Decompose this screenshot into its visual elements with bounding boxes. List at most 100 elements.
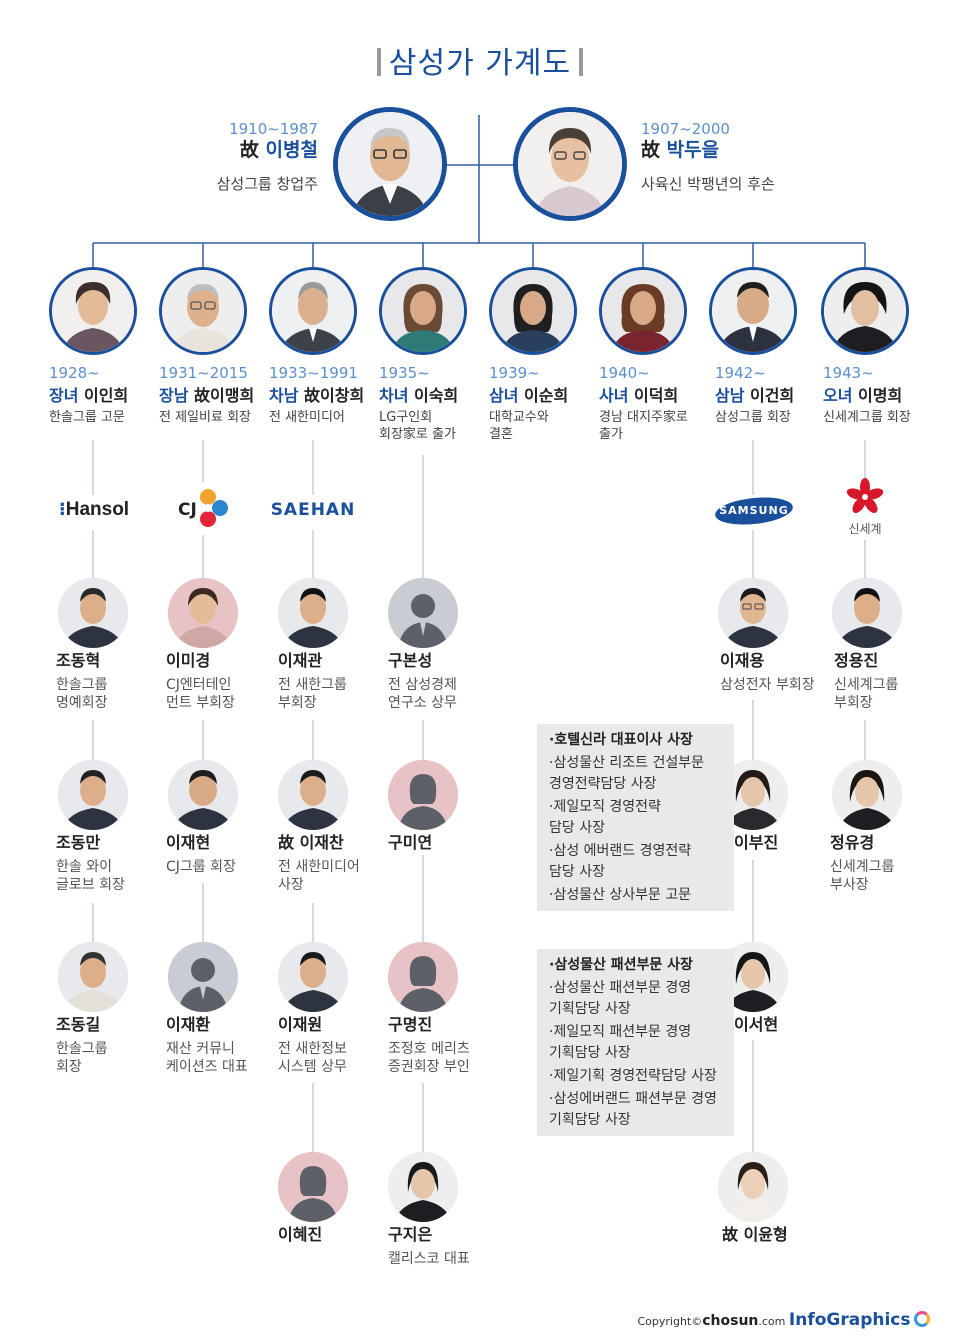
man-portrait-icon <box>278 760 348 830</box>
child-portrait-0 <box>49 267 137 355</box>
desc-portrait-lee-yoonhyung <box>718 1152 788 1222</box>
desc-desc: 신세계그룹 부사장 <box>830 858 895 893</box>
desc-name: 이부진 <box>734 833 779 852</box>
desc-name: 이재관 <box>278 651 323 670</box>
child-name-text: 故이맹희 <box>194 385 255 405</box>
info-item: ·삼성물산 패션부문 경영 기획담당 사장 <box>549 980 692 1017</box>
info-box-lee-boojin: ·호텔신라 대표이사 사장 ·삼성물산 리조트 건설부문 경영전략담당 사장 ·… <box>537 724 734 911</box>
desc-name: 구미연 <box>388 833 433 852</box>
desc-portrait-koo-bonsung <box>388 578 458 648</box>
child-relation: 차남 <box>269 385 305 405</box>
child-years: 1928~ <box>49 364 100 382</box>
child-years: 1933~1991 <box>269 364 358 382</box>
child-portrait-6 <box>709 267 797 355</box>
child-desc: 대학교수와 결혼 <box>489 410 549 443</box>
child-years: 1935~ <box>379 364 430 382</box>
desc-desc: 전 새한그룹 부회장 <box>278 676 347 711</box>
child-portrait-5 <box>599 267 687 355</box>
hansol-icon: ⁝ <box>58 499 66 520</box>
man-portrait-icon <box>168 760 238 830</box>
desc-portrait-lee-jaechan <box>278 760 348 830</box>
child-relation: 장남 <box>159 385 195 405</box>
desc-label-6-3: 故 이윤형 <box>722 1225 840 1246</box>
woman-illustration-icon <box>492 270 574 352</box>
woman-elder-portrait-icon <box>518 112 622 216</box>
hansol-logo-text: Hansol <box>65 499 130 520</box>
desc-desc: 전 새한정보 시스템 상무 <box>278 1040 347 1075</box>
father-desc: 삼성그룹 창업주 <box>216 174 318 193</box>
desc-portrait-lee-jaewon <box>278 942 348 1012</box>
woman-silhouette-icon <box>388 760 458 830</box>
child-name: 삼녀 이순희 <box>489 386 601 407</box>
man-portrait-icon <box>718 578 788 648</box>
info-item: ·삼성 에버랜드 경영전략 담당 사장 <box>549 843 692 880</box>
mother-years: 1907~2000 <box>641 120 730 138</box>
samsung-logo: SAMSUNG <box>714 496 794 526</box>
footer-brand: chosun <box>702 1313 759 1329</box>
woman-portrait-icon <box>388 1152 458 1222</box>
desc-portrait-lee-jaehyun <box>168 760 238 830</box>
child-desc: 신세계그룹 회장 <box>823 410 911 426</box>
man-portrait-icon <box>278 942 348 1012</box>
footer-infographics: InfoGraphics <box>788 1310 911 1330</box>
child-relation: 삼녀 <box>489 385 525 405</box>
child-name: 장녀 이인희 <box>49 386 161 407</box>
child-name-text: 이인희 <box>84 385 129 405</box>
desc-name: 이재원 <box>278 1015 323 1034</box>
title-bar-right <box>579 48 584 76</box>
desc-desc: 조정호 메리츠 증권회장 부인 <box>388 1040 470 1075</box>
woman-portrait-icon <box>52 270 134 352</box>
man-portrait-icon <box>162 270 244 352</box>
desc-label-6-1: 이부진 <box>734 833 852 854</box>
mother-name: 故 박두을 <box>641 139 775 163</box>
child-portrait-7 <box>821 267 909 355</box>
desc-portrait-cho-donghyuk <box>58 578 128 648</box>
child-desc: 전 제일비료 회장 <box>159 410 251 426</box>
child-name-text: 이순희 <box>524 385 569 405</box>
desc-desc: CJ엔터테인 먼트 부회장 <box>166 676 235 711</box>
child-desc: 경남 대지주家로 출가 <box>599 410 688 443</box>
desc-name: 조동길 <box>56 1015 101 1034</box>
man-portrait-icon <box>58 942 128 1012</box>
desc-desc: CJ그룹 회장 <box>166 858 236 875</box>
info-box-lee-seohyun: ·삼성물산 패션부문 사장 ·삼성물산 패션부문 경영 기획담당 사장 ·제일모… <box>537 949 734 1136</box>
child-name: 삼남 이건희 <box>715 386 827 407</box>
desc-desc: 전 새한미디어 사장 <box>278 858 360 893</box>
mother-label: 1907~2000 故 박두을 사육신 박팽년의 후손 <box>641 120 775 193</box>
desc-name: 조동혁 <box>56 651 101 670</box>
child-relation: 차녀 <box>379 385 415 405</box>
woman-portrait-icon <box>718 1152 788 1222</box>
desc-portrait-lee-jaehwan <box>168 942 238 1012</box>
info-item: ·제일기획 경영전략담당 사장 <box>549 1068 717 1084</box>
child-relation: 사녀 <box>599 385 635 405</box>
man-elder-portrait-icon <box>338 112 442 216</box>
child-name: 장남 故이맹희 <box>159 386 271 407</box>
desc-name: 이재용 <box>720 651 765 670</box>
woman-portrait-icon <box>832 760 902 830</box>
child-name-text: 이명희 <box>858 385 903 405</box>
desc-portrait-lee-mikyung <box>168 578 238 648</box>
man-portrait-icon <box>832 578 902 648</box>
desc-desc: 재산 커뮤니 케이션즈 대표 <box>166 1040 248 1075</box>
child-years: 1931~2015 <box>159 364 248 382</box>
shinsegae-flower-icon <box>846 478 884 513</box>
child-portrait-4 <box>489 267 577 355</box>
desc-label-2-3: 이혜진 <box>278 1225 396 1246</box>
child-years: 1943~ <box>823 364 874 382</box>
desc-portrait-koo-jieun <box>388 1152 458 1222</box>
footer-credit: Copyright©chosun.com InfoGraphics <box>637 1310 930 1330</box>
